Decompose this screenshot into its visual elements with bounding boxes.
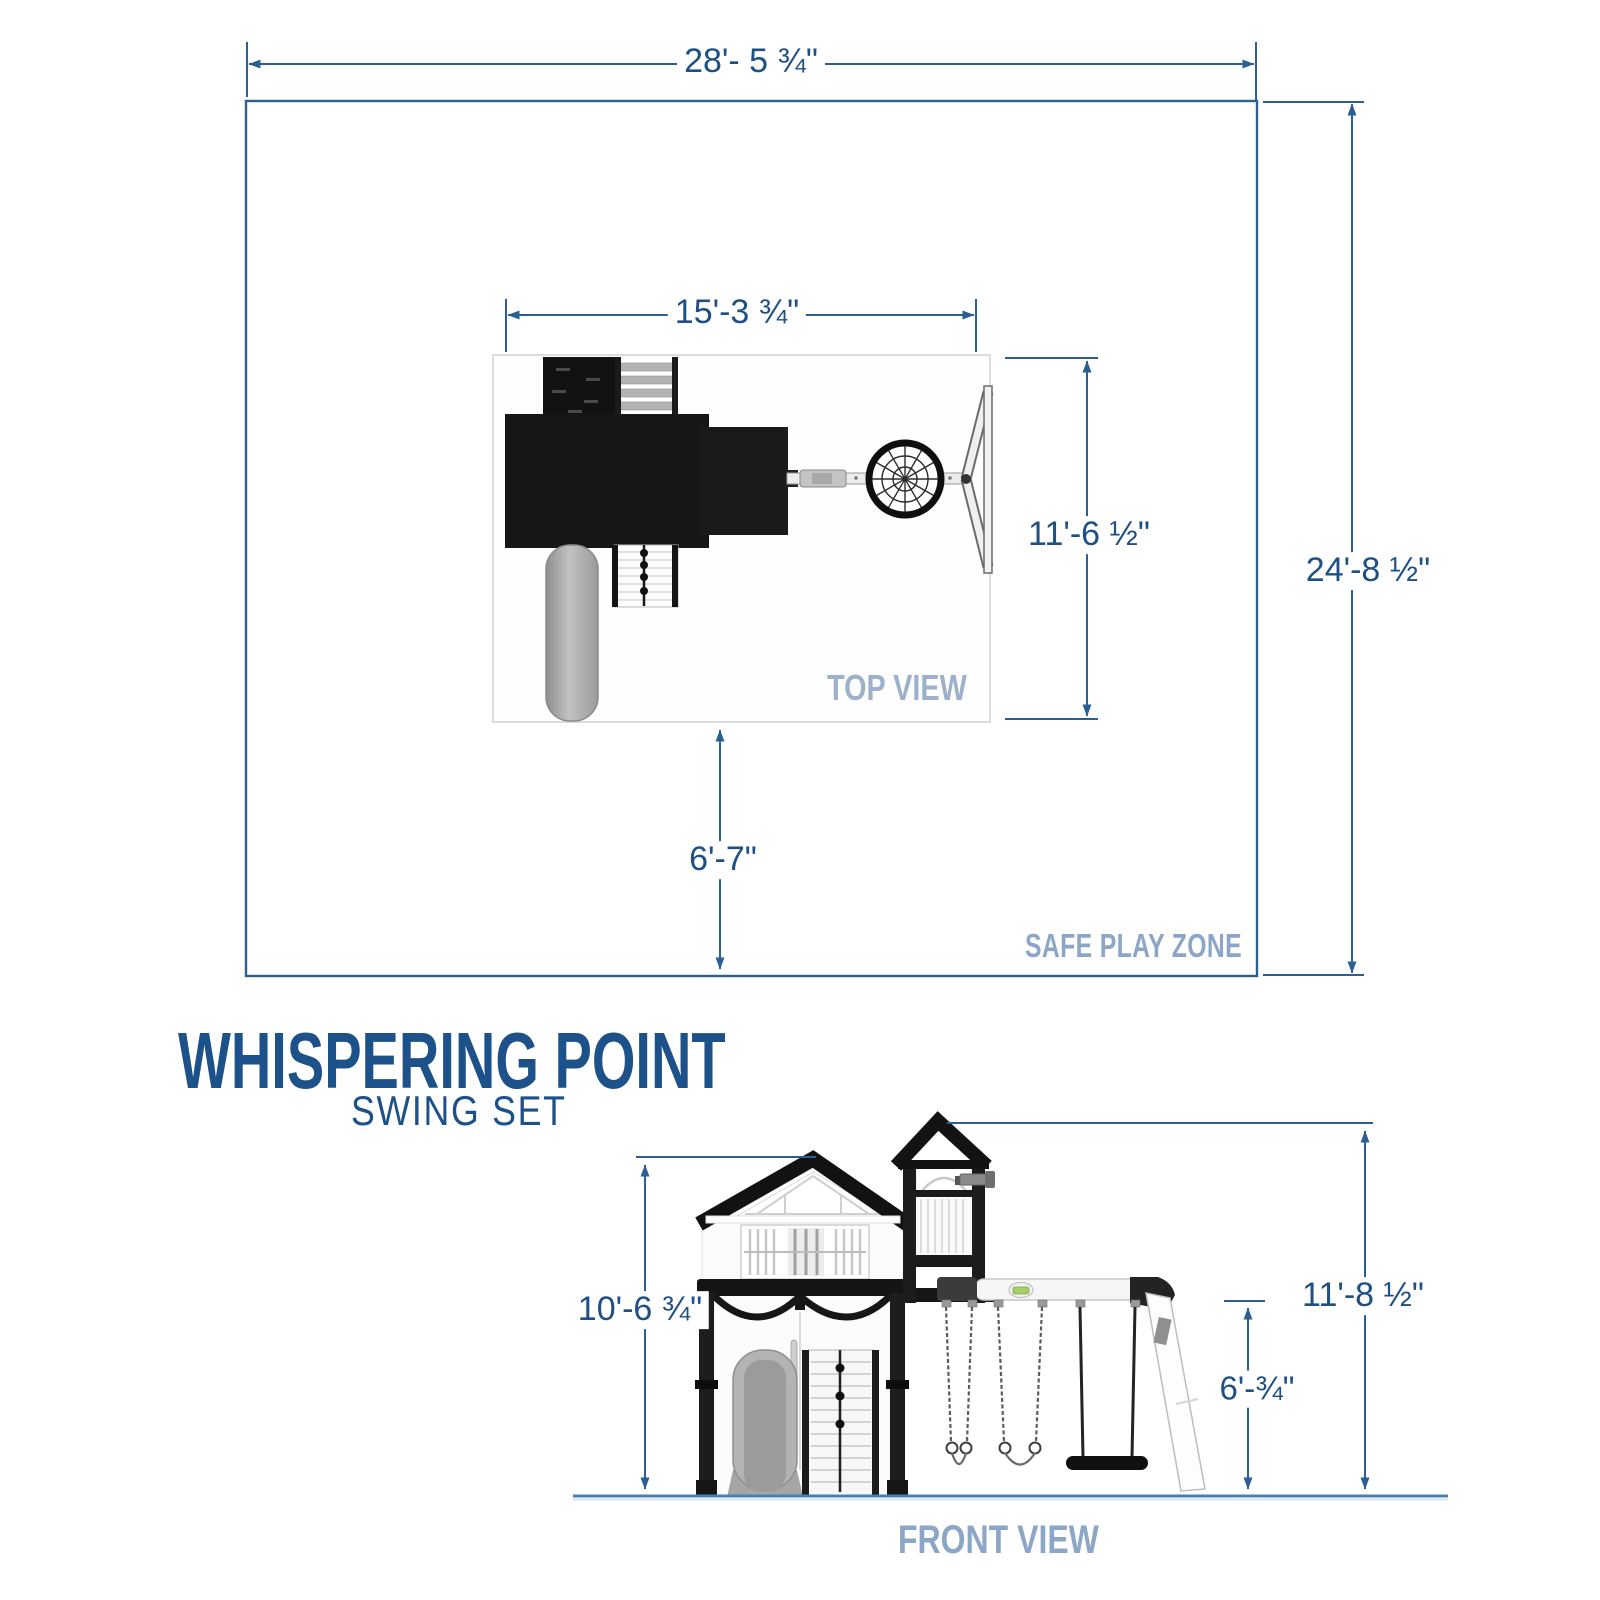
front-view-structure [573, 1111, 1448, 1501]
ring-swing-2 [996, 1306, 1044, 1466]
product-subtitle: SWING SET [351, 1087, 567, 1134]
ring-swing-1 [944, 1306, 974, 1466]
front-house-upper [701, 1216, 905, 1282]
dim-structure-width: 15'-3 ¾" [667, 294, 807, 332]
dim-beam-height: 6'-¾" [1212, 1370, 1302, 1408]
top-main-roof [505, 414, 709, 548]
front-view-label: FRONT VIEW [898, 1518, 1099, 1562]
dim-zone-front-offset: 6'-7" [682, 841, 764, 879]
dimension-zone-depth [1263, 101, 1364, 976]
dim-zone-depth: 24'-8 ½" [1298, 552, 1438, 590]
top-climb-wall [543, 357, 619, 417]
safe-play-zone-label: SAFE PLAY ZONE [1025, 927, 1243, 964]
front-house-roof [695, 1150, 912, 1231]
dim-structure-depth: 11'-6 ½" [1021, 516, 1157, 554]
top-view-structure [505, 357, 994, 722]
dim-house-height: 10'-6 ¾" [570, 1291, 710, 1329]
front-a-frame-leg [1145, 1292, 1206, 1492]
brand-badge [1012, 1286, 1030, 1295]
ground-line [573, 1494, 1448, 1501]
telescope-icon [955, 1171, 995, 1188]
top-slide [545, 544, 599, 722]
top-a-frame [960, 385, 994, 574]
dim-overall-height: 11'-8 ½" [1295, 1277, 1431, 1315]
top-rope-ladder [612, 544, 679, 608]
front-climb-ladder [802, 1349, 879, 1497]
front-slide [727, 1349, 803, 1497]
belt-swing [1066, 1306, 1148, 1470]
top-view-label: TOP VIEW [827, 667, 967, 708]
swing-hangers [941, 1299, 1141, 1308]
front-tower [890, 1111, 995, 1303]
top-web-swing [865, 439, 945, 519]
product-title: WHISPERING POINT [178, 1016, 726, 1105]
top-porch-roof [700, 427, 788, 535]
dim-zone-width: 28'- 5 ¾" [677, 43, 825, 81]
top-ladder [615, 357, 678, 415]
